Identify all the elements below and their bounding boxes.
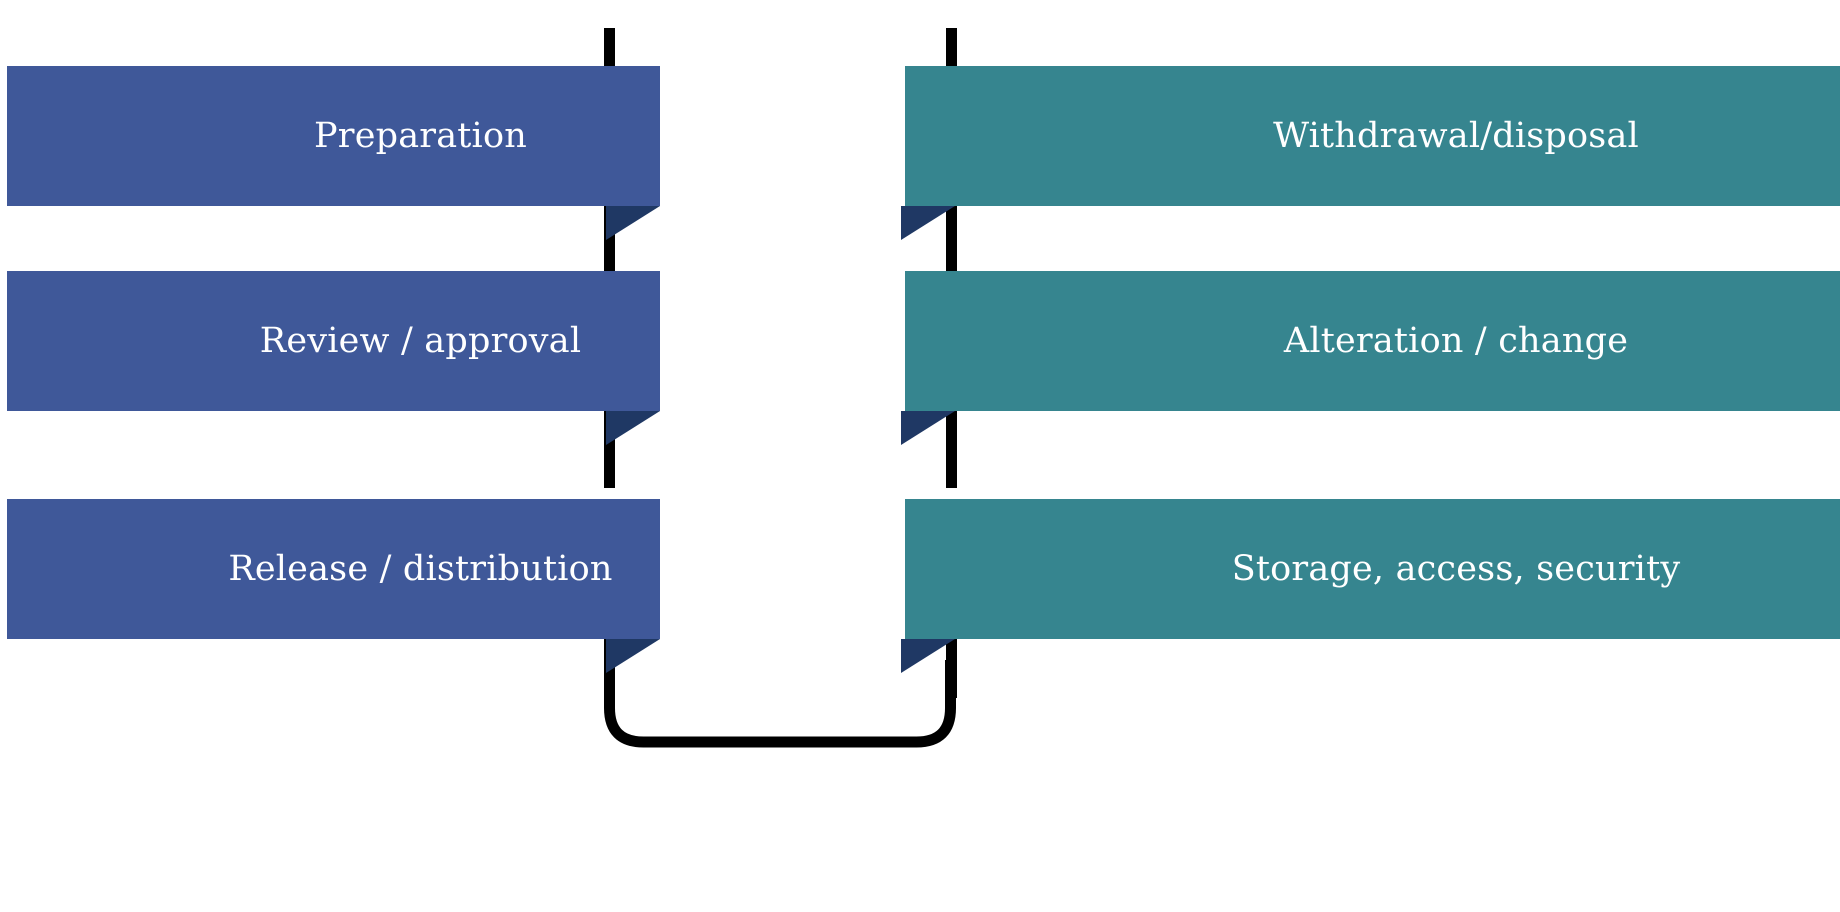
fold-corner-preparation [606, 206, 660, 240]
right-rail-segment-1 [946, 205, 957, 280]
left-rail-segment-1 [604, 205, 615, 280]
stage-box-release-distribution[interactable]: Release / distribution [7, 499, 660, 639]
stage-label: Alteration / change [1283, 320, 1629, 361]
fold-corner-withdrawal-disposal [901, 206, 955, 240]
fold-corner-release-distribution [606, 639, 660, 673]
left-rail-top-stub [604, 28, 615, 70]
fold-corner-review-approval [606, 411, 660, 445]
stage-box-storage-access-security[interactable]: Storage, access, security [905, 499, 1840, 639]
stage-box-preparation[interactable]: Preparation [7, 66, 660, 206]
stage-label: Preparation [314, 115, 527, 156]
right-rail-segment-2 [946, 410, 957, 488]
right-rail-top-stub [946, 28, 957, 70]
fold-corner-storage-access-security [901, 639, 955, 673]
stage-box-withdrawal-disposal[interactable]: Withdrawal/disposal [905, 66, 1840, 206]
bottom-u-bend-connector [604, 660, 956, 748]
stage-label: Review / approval [259, 320, 582, 361]
stage-box-alteration-change[interactable]: Alteration / change [905, 271, 1840, 411]
fold-corner-alteration-change [901, 411, 955, 445]
stage-label: Release / distribution [228, 548, 613, 589]
stage-label: Withdrawal/disposal [1273, 115, 1639, 156]
stage-label: Storage, access, security [1231, 548, 1681, 589]
stage-box-review-approval[interactable]: Review / approval [7, 271, 660, 411]
left-rail-segment-2 [604, 410, 615, 488]
